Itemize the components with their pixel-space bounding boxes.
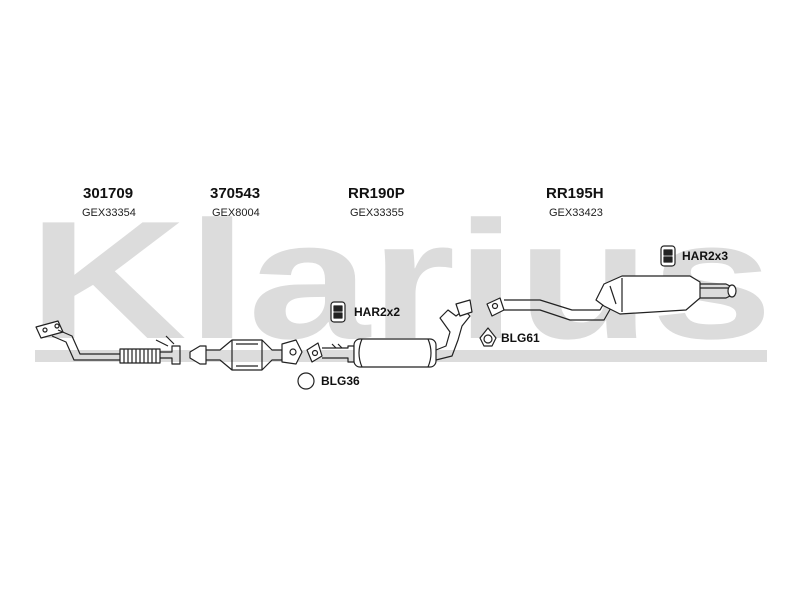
part-ref-front-pipe: GEX33354 bbox=[82, 207, 136, 219]
catalyst-drawing bbox=[189, 339, 303, 371]
rubber-hanger-icon bbox=[660, 245, 676, 267]
rubber-hanger-icon bbox=[330, 301, 346, 323]
part-ref-intermediate: GEX33355 bbox=[350, 207, 404, 219]
ring-gasket-icon bbox=[297, 372, 315, 390]
intermediate-box-drawing bbox=[306, 299, 473, 368]
accessory-label-blg61: BLG61 bbox=[501, 331, 540, 345]
front-pipe-drawing bbox=[35, 320, 181, 365]
part-ref-catalyst: GEX8004 bbox=[212, 207, 260, 219]
part-code-intermediate: RR190P bbox=[348, 185, 405, 202]
accessory-label-blg36: BLG36 bbox=[321, 374, 360, 388]
rear-box-drawing bbox=[486, 275, 737, 321]
part-code-rear-box: RR195H bbox=[546, 185, 604, 202]
accessory-label-har2x3: HAR2x3 bbox=[682, 249, 729, 263]
part-code-front-pipe: 301709 bbox=[83, 185, 134, 202]
accessory-label-har2x2: HAR2x2 bbox=[354, 305, 401, 319]
part-code-catalyst: 370543 bbox=[210, 185, 261, 202]
part-ref-rear-box: GEX33423 bbox=[549, 207, 603, 219]
flange-gasket-icon bbox=[479, 327, 497, 347]
